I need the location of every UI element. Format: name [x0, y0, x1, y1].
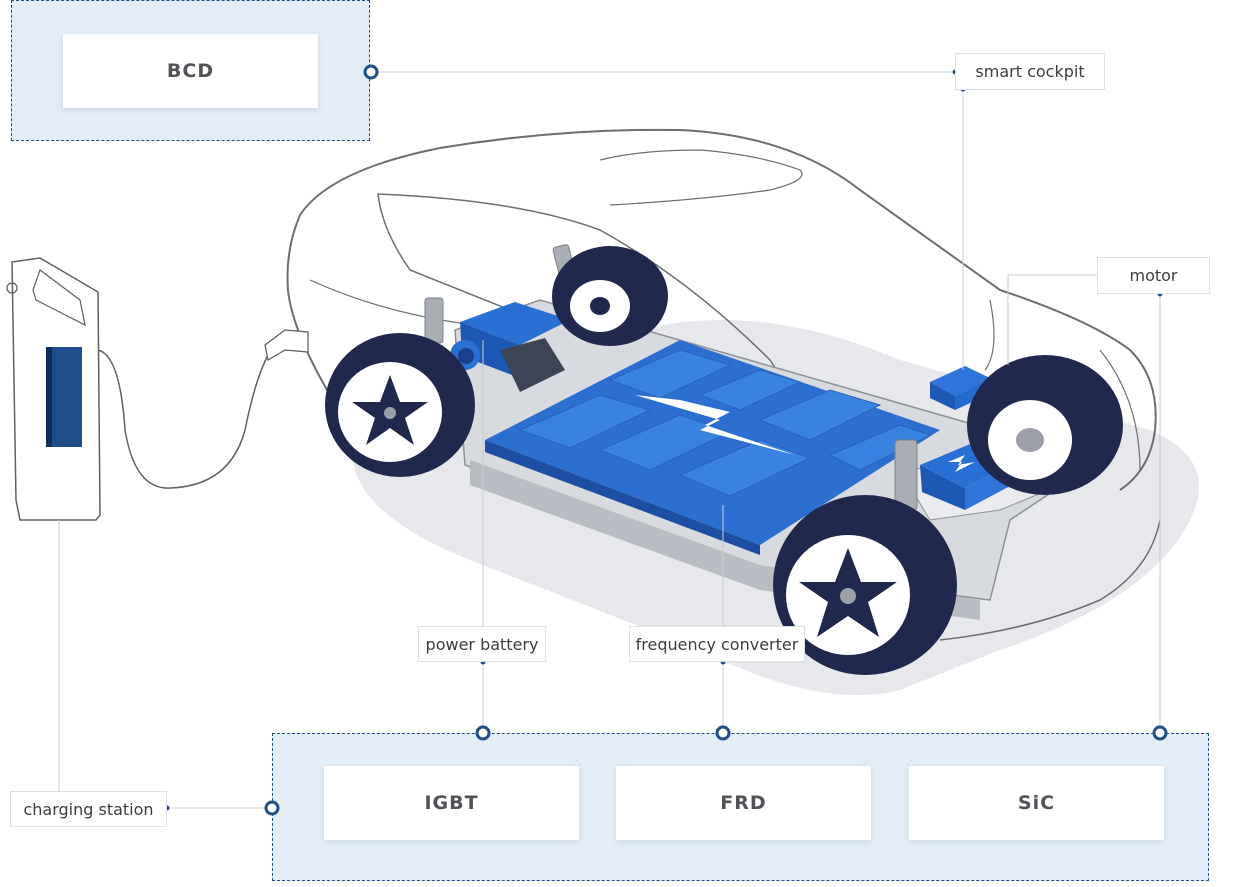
battery-pack [485, 340, 940, 555]
bcd-chip: BCD [63, 34, 318, 108]
leader-lines [58, 71, 1161, 809]
frd-chip: FRD [616, 766, 871, 840]
frequency-converter-label: frequency converter [629, 626, 805, 662]
motor-units [450, 302, 1015, 510]
power-battery-label: power battery [418, 626, 546, 662]
motor-label: motor [1097, 257, 1210, 294]
smart-cockpit-label: smart cockpit [955, 53, 1105, 90]
charging-station-label: charging station [10, 791, 167, 827]
charging-station-icon [6, 257, 309, 521]
tire-icon [325, 246, 1123, 675]
igbt-chip: IGBT [324, 766, 579, 840]
sic-chip: SiC [909, 766, 1164, 840]
